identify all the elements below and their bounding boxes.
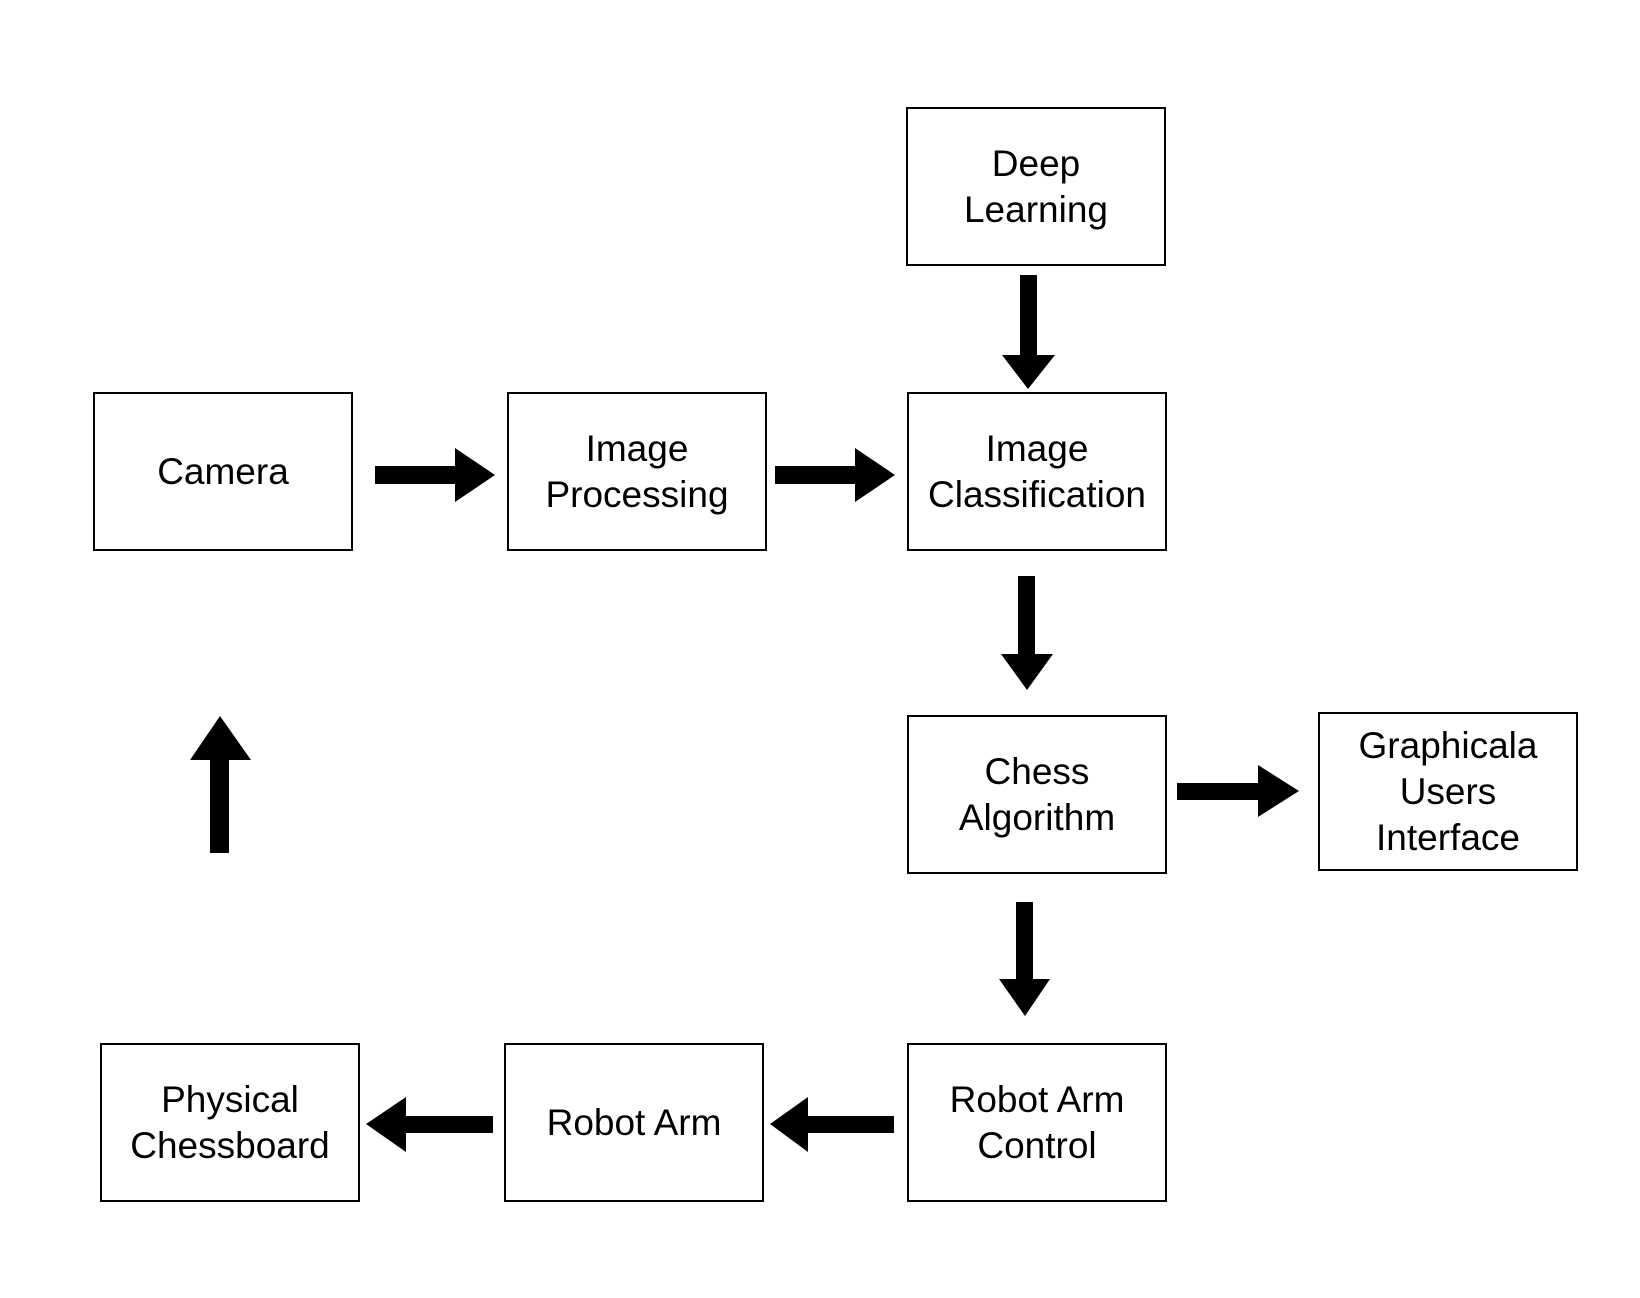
node-robot-arm-control: Robot Arm Control — [907, 1043, 1167, 1202]
node-image-processing: Image Processing — [507, 392, 767, 551]
node-label: Robot Arm Control — [949, 1078, 1125, 1166]
node-label: Deep Learning — [963, 142, 1108, 230]
node-camera: Camera — [93, 392, 353, 551]
arrow-robot-arm-to-physical-chessboard — [366, 1097, 493, 1152]
node-label: Image Classification — [928, 427, 1146, 515]
node-graphical-user-interface: Graphicala Users Interface — [1318, 712, 1578, 871]
node-label: Camera — [157, 450, 289, 492]
node-label: Chess Algorithm — [958, 750, 1116, 838]
arrow-camera-to-image-processing — [375, 448, 495, 502]
node-chess-algorithm: Chess Algorithm — [907, 715, 1167, 874]
arrow-deep-learning-to-image-classification — [1002, 275, 1055, 389]
node-label: Robot Arm — [546, 1101, 722, 1143]
arrow-chess-algorithm-to-robot-arm-control — [999, 902, 1050, 1016]
node-label: Graphicala Users Interface — [1358, 724, 1538, 858]
node-image-classification: Image Classification — [907, 392, 1167, 551]
node-label: Image Processing — [545, 427, 729, 515]
node-label: Physical Chessboard — [130, 1078, 330, 1166]
node-deep-learning: Deep Learning — [906, 107, 1166, 266]
arrow-image-classification-to-chess-algorithm — [1001, 576, 1053, 690]
arrow-image-processing-to-image-classification — [775, 448, 895, 502]
node-robot-arm: Robot Arm — [504, 1043, 764, 1202]
arrow-physical-chessboard-to-camera — [190, 716, 251, 853]
node-physical-chessboard: Physical Chessboard — [100, 1043, 360, 1202]
arrow-chess-algorithm-to-gui — [1177, 765, 1299, 817]
arrow-robot-arm-control-to-robot-arm — [770, 1097, 894, 1152]
